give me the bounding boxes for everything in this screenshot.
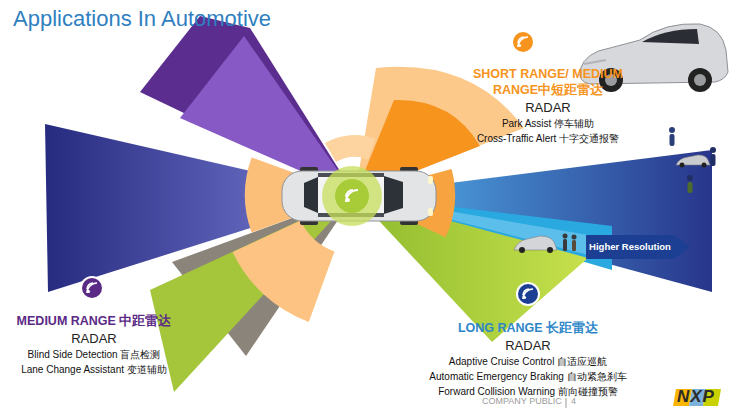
radar-dot xyxy=(87,290,90,293)
radar-badge xyxy=(516,282,540,306)
radar-callout: MEDIUM RANGE 中距雷达 RADARBlind Side Detecti… xyxy=(3,313,185,377)
badge-circle xyxy=(518,284,538,304)
pedestrian xyxy=(710,147,716,166)
footer-separator xyxy=(566,398,567,408)
function-label: Cross-Traffic Alert 十字交通报警 xyxy=(430,131,666,146)
car-headlight xyxy=(428,208,433,216)
pedestrian xyxy=(669,127,675,146)
radar-badge xyxy=(80,276,104,300)
car-wheel xyxy=(688,68,712,92)
car-wheel xyxy=(519,247,525,253)
radar-wave xyxy=(87,283,97,293)
radar-wave xyxy=(518,37,524,43)
car-window xyxy=(642,29,699,44)
range-heading: LONG RANGE 长距雷达 xyxy=(412,320,644,336)
car-wheel xyxy=(702,163,707,168)
person-head xyxy=(572,235,577,240)
person-head xyxy=(563,234,568,239)
radar-wave xyxy=(346,190,358,202)
radar-dot xyxy=(523,296,526,299)
arrow-shape xyxy=(586,235,690,259)
person-body xyxy=(563,239,567,251)
car-wheel xyxy=(694,74,706,86)
radar-dot xyxy=(518,44,521,47)
company-logo: NXP xyxy=(677,387,715,407)
arrow-text: Higher Resolution xyxy=(586,235,674,259)
person-body xyxy=(688,182,693,193)
person-body xyxy=(670,134,675,146)
radar-dot xyxy=(346,198,350,202)
radar-ring xyxy=(233,220,335,322)
badge-circle xyxy=(82,278,102,298)
radar-wave xyxy=(523,289,533,299)
pedestrian xyxy=(687,175,693,193)
radar-badge xyxy=(511,30,535,54)
car-headlight xyxy=(428,176,433,184)
car-wheel xyxy=(547,247,553,253)
car-detail xyxy=(584,60,606,64)
person-body xyxy=(572,240,576,251)
function-label: Adaptive Cruise Control 自适应巡航 xyxy=(412,354,644,369)
radar-wave xyxy=(518,37,528,47)
person-head xyxy=(687,175,693,181)
page-number: 4 xyxy=(571,396,576,406)
radar-ring xyxy=(325,135,376,162)
radar-label: RADAR xyxy=(3,331,185,347)
arrow-label: Higher Resolution xyxy=(586,235,690,259)
range-heading: MEDIUM RANGE 中距雷达 xyxy=(3,313,185,329)
car-wheel xyxy=(680,163,685,168)
footer-label: COMPANY PUBLIC xyxy=(482,396,562,406)
badge-ring xyxy=(511,30,535,54)
function-label: Blind Side Detection 盲点检测 xyxy=(3,347,185,362)
sensor-glow xyxy=(322,166,382,226)
radar-wave xyxy=(346,190,353,197)
badge-circle xyxy=(513,32,533,52)
badge-ring xyxy=(80,276,104,300)
radar-label: RADAR xyxy=(412,338,644,354)
person-body xyxy=(711,154,716,166)
function-label: Park Assist 停车辅助 xyxy=(430,116,666,131)
radar-callout: LONG RANGE 长距雷达 RADARAdaptive Cruise Cont… xyxy=(412,320,644,399)
sensor-glow xyxy=(335,179,369,213)
car-windshield xyxy=(384,176,403,214)
radar-label: RADAR xyxy=(430,100,666,116)
radar-callout: SHORT RANGE/ MEDIUM RANGE中短距雷达 RADARPark … xyxy=(430,66,666,146)
radar-wave xyxy=(87,283,93,289)
car-rear-window xyxy=(304,177,318,213)
radar-icon xyxy=(346,190,358,202)
slide-title: Applications In Automotive xyxy=(13,6,271,32)
range-heading: SHORT RANGE/ MEDIUM RANGE中短距雷达 xyxy=(430,66,666,98)
person-head xyxy=(710,147,716,153)
person-head xyxy=(669,127,675,133)
function-label: Lane Change Assistant 变道辅助 xyxy=(3,362,185,377)
badge-ring xyxy=(516,282,540,306)
radar-wave xyxy=(523,289,529,295)
function-label: Automatic Emergency Braking 自动紧急刹车 xyxy=(412,369,644,384)
